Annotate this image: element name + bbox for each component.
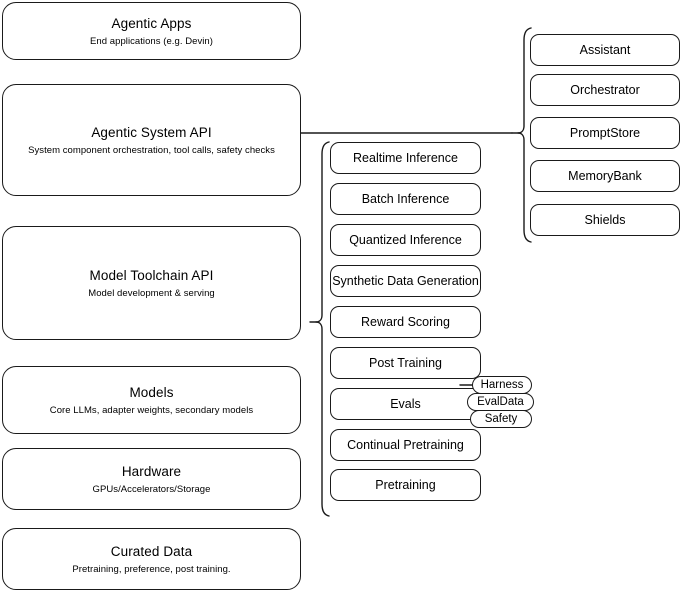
- component-label: Batch Inference: [361, 191, 450, 206]
- component-continual-pretraining[interactable]: Continual Pretraining: [330, 429, 481, 461]
- component-shields[interactable]: Shields: [530, 204, 680, 236]
- component-label: Orchestrator: [570, 82, 640, 97]
- component-evals[interactable]: Evals: [330, 388, 481, 420]
- component-label: Assistant: [579, 42, 631, 57]
- brace-middle-upper: [309, 141, 330, 323]
- layer-subtitle: System component orchestration, tool cal…: [28, 144, 275, 156]
- layer-subtitle: Pretraining, preference, post training.: [72, 563, 231, 575]
- layer-subtitle: Model development & serving: [88, 287, 215, 299]
- component-orchestrator[interactable]: Orchestrator: [530, 74, 680, 106]
- component-label: Reward Scoring: [361, 314, 450, 329]
- layer-model-toolchain-api[interactable]: Model Toolchain API Model development & …: [2, 226, 301, 340]
- component-memorybank[interactable]: MemoryBank: [530, 160, 680, 192]
- component-batch-inference[interactable]: Batch Inference: [330, 183, 481, 215]
- layer-title: Agentic System API: [91, 124, 212, 140]
- component-synthetic-data-generation[interactable]: Synthetic Data Generation: [330, 265, 481, 297]
- component-label: Continual Pretraining: [347, 437, 464, 452]
- layer-curated-data[interactable]: Curated Data Pretraining, preference, po…: [2, 528, 301, 590]
- component-promptstore[interactable]: PromptStore: [530, 117, 680, 149]
- layer-subtitle: Core LLMs, adapter weights, secondary mo…: [49, 404, 254, 416]
- component-label: PromptStore: [569, 125, 641, 140]
- component-label: Realtime Inference: [353, 150, 458, 165]
- component-label: Evals: [390, 396, 421, 411]
- component-label: Quantized Inference: [349, 232, 462, 247]
- pill-label: EvalData: [477, 395, 524, 408]
- pill-safety[interactable]: Safety: [470, 410, 532, 428]
- pill-label: Safety: [484, 412, 518, 425]
- brace-middle-lower: [315, 321, 330, 517]
- layer-hardware[interactable]: Hardware GPUs/Accelerators/Storage: [2, 448, 301, 510]
- layer-title: Hardware: [121, 463, 182, 479]
- component-realtime-inference[interactable]: Realtime Inference: [330, 142, 481, 174]
- layer-title: Model Toolchain API: [89, 267, 214, 283]
- layer-subtitle: End applications (e.g. Devin): [90, 35, 213, 47]
- pill-label: Harness: [480, 378, 524, 391]
- component-reward-scoring[interactable]: Reward Scoring: [330, 306, 481, 338]
- layer-title: Agentic Apps: [111, 15, 192, 31]
- layer-models[interactable]: Models Core LLMs, adapter weights, secon…: [2, 366, 301, 434]
- component-quantized-inference[interactable]: Quantized Inference: [330, 224, 481, 256]
- component-pretraining[interactable]: Pretraining: [330, 469, 481, 501]
- component-label: Pretraining: [375, 477, 436, 492]
- component-label: Synthetic Data Generation: [332, 273, 479, 288]
- layer-agentic-system-api[interactable]: Agentic System API System component orch…: [2, 84, 301, 196]
- pill-harness[interactable]: Harness: [472, 376, 532, 394]
- component-label: Shields: [584, 212, 626, 227]
- brace-right-upper: [511, 27, 532, 134]
- layer-agentic-apps[interactable]: Agentic Apps End applications (e.g. Devi…: [2, 2, 301, 60]
- component-post-training[interactable]: Post Training: [330, 347, 481, 379]
- component-label: Post Training: [369, 355, 442, 370]
- pill-evaldata[interactable]: EvalData: [467, 393, 534, 411]
- layer-title: Models: [129, 384, 174, 400]
- layer-title: Curated Data: [110, 543, 193, 559]
- component-assistant[interactable]: Assistant: [530, 34, 680, 66]
- layer-subtitle: GPUs/Accelerators/Storage: [92, 483, 211, 495]
- component-label: MemoryBank: [568, 168, 642, 183]
